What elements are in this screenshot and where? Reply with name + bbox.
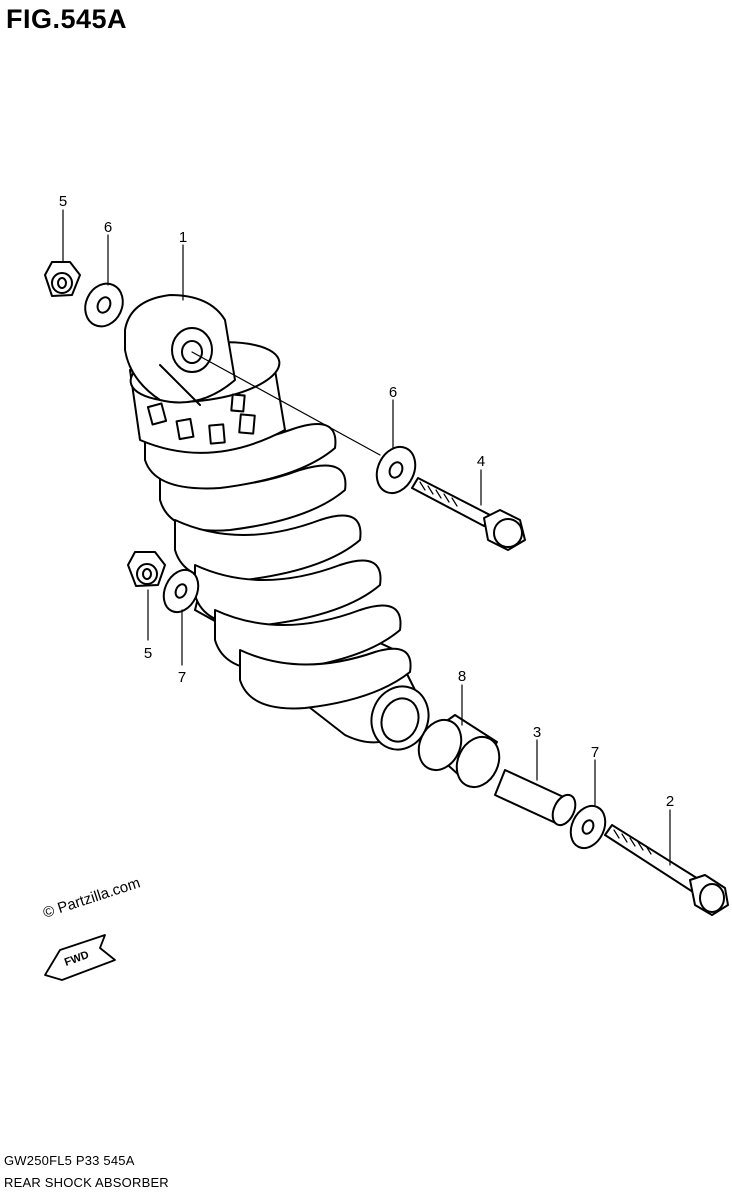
callout-8: 8: [458, 668, 466, 685]
model-code: GW250FL5 P33 545A: [4, 1153, 135, 1168]
rear-shock-absorber: [124, 294, 430, 751]
collar: [417, 714, 501, 789]
spacer: [494, 769, 577, 827]
callout-5-upper: 5: [59, 193, 67, 210]
callout-1: 1: [179, 229, 187, 246]
fwd-arrow-icon: [44, 934, 116, 981]
bolt-lower: [604, 824, 729, 916]
section-name: REAR SHOCK ABSORBER: [4, 1175, 169, 1190]
washer-upper: [84, 282, 124, 328]
washer-lower-left: [162, 568, 200, 614]
callout-3: 3: [533, 724, 541, 741]
callout-2: 2: [666, 793, 674, 810]
callout-4: 4: [477, 453, 485, 470]
callout-6-upper: 6: [104, 219, 112, 236]
watermark: © Partzilla.com: [41, 874, 142, 921]
callout-7-left: 7: [178, 669, 186, 686]
bolt-upper: [411, 477, 526, 551]
washer-right: [569, 804, 607, 850]
nut-upper: [44, 261, 81, 297]
washer-mid: [375, 445, 417, 495]
figure-title: FIG.545A: [6, 4, 128, 34]
callout-5-lower: 5: [144, 645, 152, 662]
nut-lower: [127, 551, 166, 587]
callout-6-mid: 6: [389, 384, 397, 401]
callout-7-right: 7: [591, 744, 599, 761]
